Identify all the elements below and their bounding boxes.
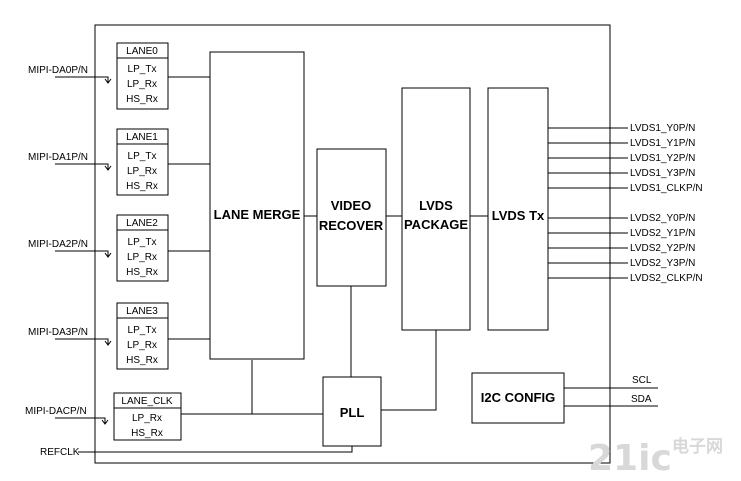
lane3-lp-tx: LP_Tx: [128, 325, 157, 336]
video-recover-label-1: VIDEO: [331, 198, 371, 213]
lvds-package-label-1: LVDS: [419, 198, 453, 213]
input-signals: MIPI-DA0P/N MIPI-DA1P/N MIPI-DA2P/N MIPI…: [25, 65, 353, 458]
lvds1-y0-label: LVDS1_Y0P/N: [630, 123, 695, 134]
lane0-block: LANE0 LP_Tx LP_Rx HS_Rx: [116, 42, 169, 110]
input-label-da1: MIPI-DA1P/N: [28, 152, 88, 163]
pll-to-package-link: [381, 330, 437, 411]
video-recover-label-2: RECOVER: [319, 218, 384, 233]
lvds1-y2-label: LVDS1_Y2P/N: [630, 153, 695, 164]
lane3-lp-rx: LP_Rx: [127, 340, 157, 351]
i2c-config-block: [471, 372, 565, 424]
lane1-lp-tx: LP_Tx: [128, 151, 157, 162]
sda-label: SDA: [631, 394, 652, 405]
lane2-lp-rx: LP_Rx: [127, 252, 157, 263]
input-label-da3: MIPI-DA3P/N: [28, 327, 88, 338]
lane3-hs-rx: HS_Rx: [126, 355, 158, 366]
lane1-title: LANE1: [126, 132, 158, 143]
input-label-da0: MIPI-DA0P/N: [28, 65, 88, 76]
input-label-dac: MIPI-DACP/N: [25, 406, 87, 417]
lvds2-y2-label: LVDS2_Y2P/N: [630, 243, 695, 254]
lane-clk-lp-rx: LP_Rx: [132, 413, 162, 424]
lvds2-y0-label: LVDS2_Y0P/N: [630, 213, 695, 224]
watermark-text: 电子网: [672, 436, 723, 457]
lvds-tx-label: LVDS Tx: [492, 208, 545, 223]
lvds2-outputs: LVDS2_Y0P/N LVDS2_Y1P/N LVDS2_Y2P/N LVDS…: [548, 213, 703, 284]
pll-label: PLL: [340, 405, 365, 420]
lane-clk-title: LANE_CLK: [121, 396, 172, 407]
lvds1-y3-label: LVDS1_Y3P/N: [630, 168, 695, 179]
input-label-da2: MIPI-DA2P/N: [28, 239, 88, 250]
lane-clk-hs-rx: HS_Rx: [131, 428, 163, 439]
lvds-package-label-2: PACKAGE: [404, 217, 468, 232]
lane0-title: LANE0: [126, 46, 158, 57]
lvds2-y1-label: LVDS2_Y1P/N: [630, 228, 695, 239]
lane2-block: LANE2 LP_Tx LP_Rx HS_Rx: [116, 214, 169, 282]
watermark: 21ic 电子网: [588, 436, 723, 479]
lvds-package-block: [401, 87, 471, 331]
lane3-title: LANE3: [126, 306, 158, 317]
lvds1-clk-label: LVDS1_CLKP/N: [630, 183, 703, 194]
lane2-lp-tx: LP_Tx: [128, 237, 157, 248]
lvds1-y1-label: LVDS1_Y1P/N: [630, 138, 695, 149]
lane-merge-connections: [168, 76, 323, 415]
lane0-lp-rx: LP_Rx: [127, 79, 157, 90]
lane1-lp-rx: LP_Rx: [127, 166, 157, 177]
input-label-refclk: REFCLK: [40, 447, 80, 458]
lvds-tx-block: [487, 87, 549, 331]
i2c-config-label: I2C CONFIG: [481, 390, 555, 405]
watermark-logo: 21ic: [588, 438, 672, 479]
video-recover-block: [316, 148, 387, 287]
lvds2-y3-label: LVDS2_Y3P/N: [630, 258, 695, 269]
lane0-lp-tx: LP_Tx: [128, 64, 157, 75]
lane2-title: LANE2: [126, 218, 158, 229]
lane-merge-block: [209, 51, 305, 360]
lane-merge-label: LANE MERGE: [214, 207, 301, 222]
scl-label: SCL: [632, 375, 652, 386]
lane1-block: LANE1 LP_Tx LP_Rx HS_Rx: [116, 128, 169, 196]
pll-block: [322, 376, 382, 447]
lane-clk-block: LANE_CLK LP_Rx HS_Rx: [113, 392, 182, 441]
lvds2-clk-label: LVDS2_CLKP/N: [630, 273, 703, 284]
lane0-hs-rx: HS_Rx: [126, 94, 158, 105]
lane2-hs-rx: HS_Rx: [126, 267, 158, 278]
lane3-block: LANE3 LP_Tx LP_Rx HS_Rx: [116, 302, 169, 370]
lane1-hs-rx: HS_Rx: [126, 181, 158, 192]
lvds1-outputs: LVDS1_Y0P/N LVDS1_Y1P/N LVDS1_Y2P/N LVDS…: [548, 123, 703, 194]
